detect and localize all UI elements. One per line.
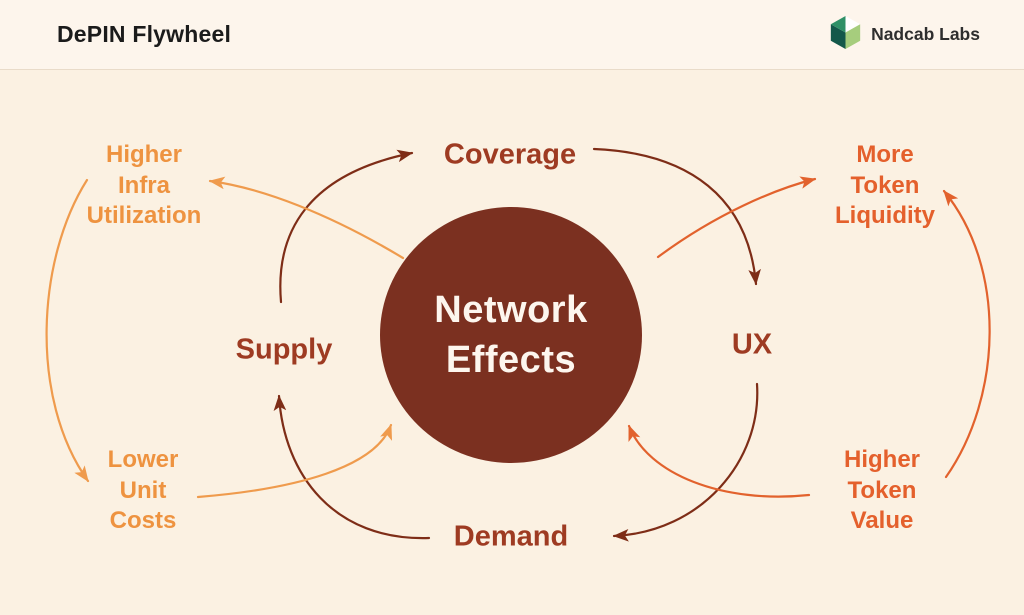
arrow-higher-token-value-to-more-liquidity [942, 189, 991, 479]
outcome-line: Higher [843, 446, 921, 473]
page-title: DePIN Flywheel [57, 21, 232, 47]
outcome-line: Liquidity [835, 202, 935, 229]
node-coverage: Coverage [443, 138, 577, 171]
outcome-line: Costs [109, 507, 177, 534]
node-demand: Demand [453, 520, 569, 553]
nadcab-gem-icon [829, 14, 862, 56]
outcome-line: Token [850, 171, 920, 199]
outcome-line: Unit [119, 476, 167, 504]
outcome-lower-unit-costs: Lower Unit Costs [108, 445, 179, 537]
outcome-line: Infra [117, 171, 170, 199]
network-effects-hub: Network Effects [380, 207, 642, 463]
outcome-line: Value [850, 507, 914, 534]
brand-logo: Nadcab Labs [829, 14, 980, 56]
arrow-to-higher-infra-utilization [208, 176, 405, 260]
hub-label-line1: Network [434, 289, 588, 331]
arrow-lower-unit-costs-to-supply [196, 423, 393, 499]
outcome-line: Lower [107, 446, 179, 473]
arrow-ux-to-demand [612, 382, 759, 542]
outcome-line: Utilization [86, 202, 202, 229]
arrow-higher-infra-to-lower-unit-costs [45, 178, 90, 483]
brand-name: Nadcab Labs [871, 24, 980, 44]
outcome-higher-infra-utilization: Higher Infra Utilization [87, 140, 202, 232]
arrow-demand-to-supply [273, 394, 431, 540]
outcome-line: Token [847, 476, 917, 504]
flywheel-diagram: Network Effects Coverage Supply UX Deman… [0, 70, 1024, 615]
outcome-line: Higher [105, 141, 182, 168]
outcome-higher-token-value: Higher Token Value [844, 445, 920, 537]
outcome-line: More [856, 141, 914, 168]
arrow-higher-token-value-to-demand [627, 424, 811, 498]
node-ux: UX [731, 328, 773, 361]
outcome-more-token-liquidity: More Token Liquidity [835, 140, 935, 232]
arrow-to-more-token-liquidity [656, 176, 817, 259]
hub-label-line2: Effects [445, 339, 577, 381]
header: DePIN Flywheel Nadcab Labs [0, 0, 1024, 70]
node-supply: Supply [235, 333, 333, 366]
